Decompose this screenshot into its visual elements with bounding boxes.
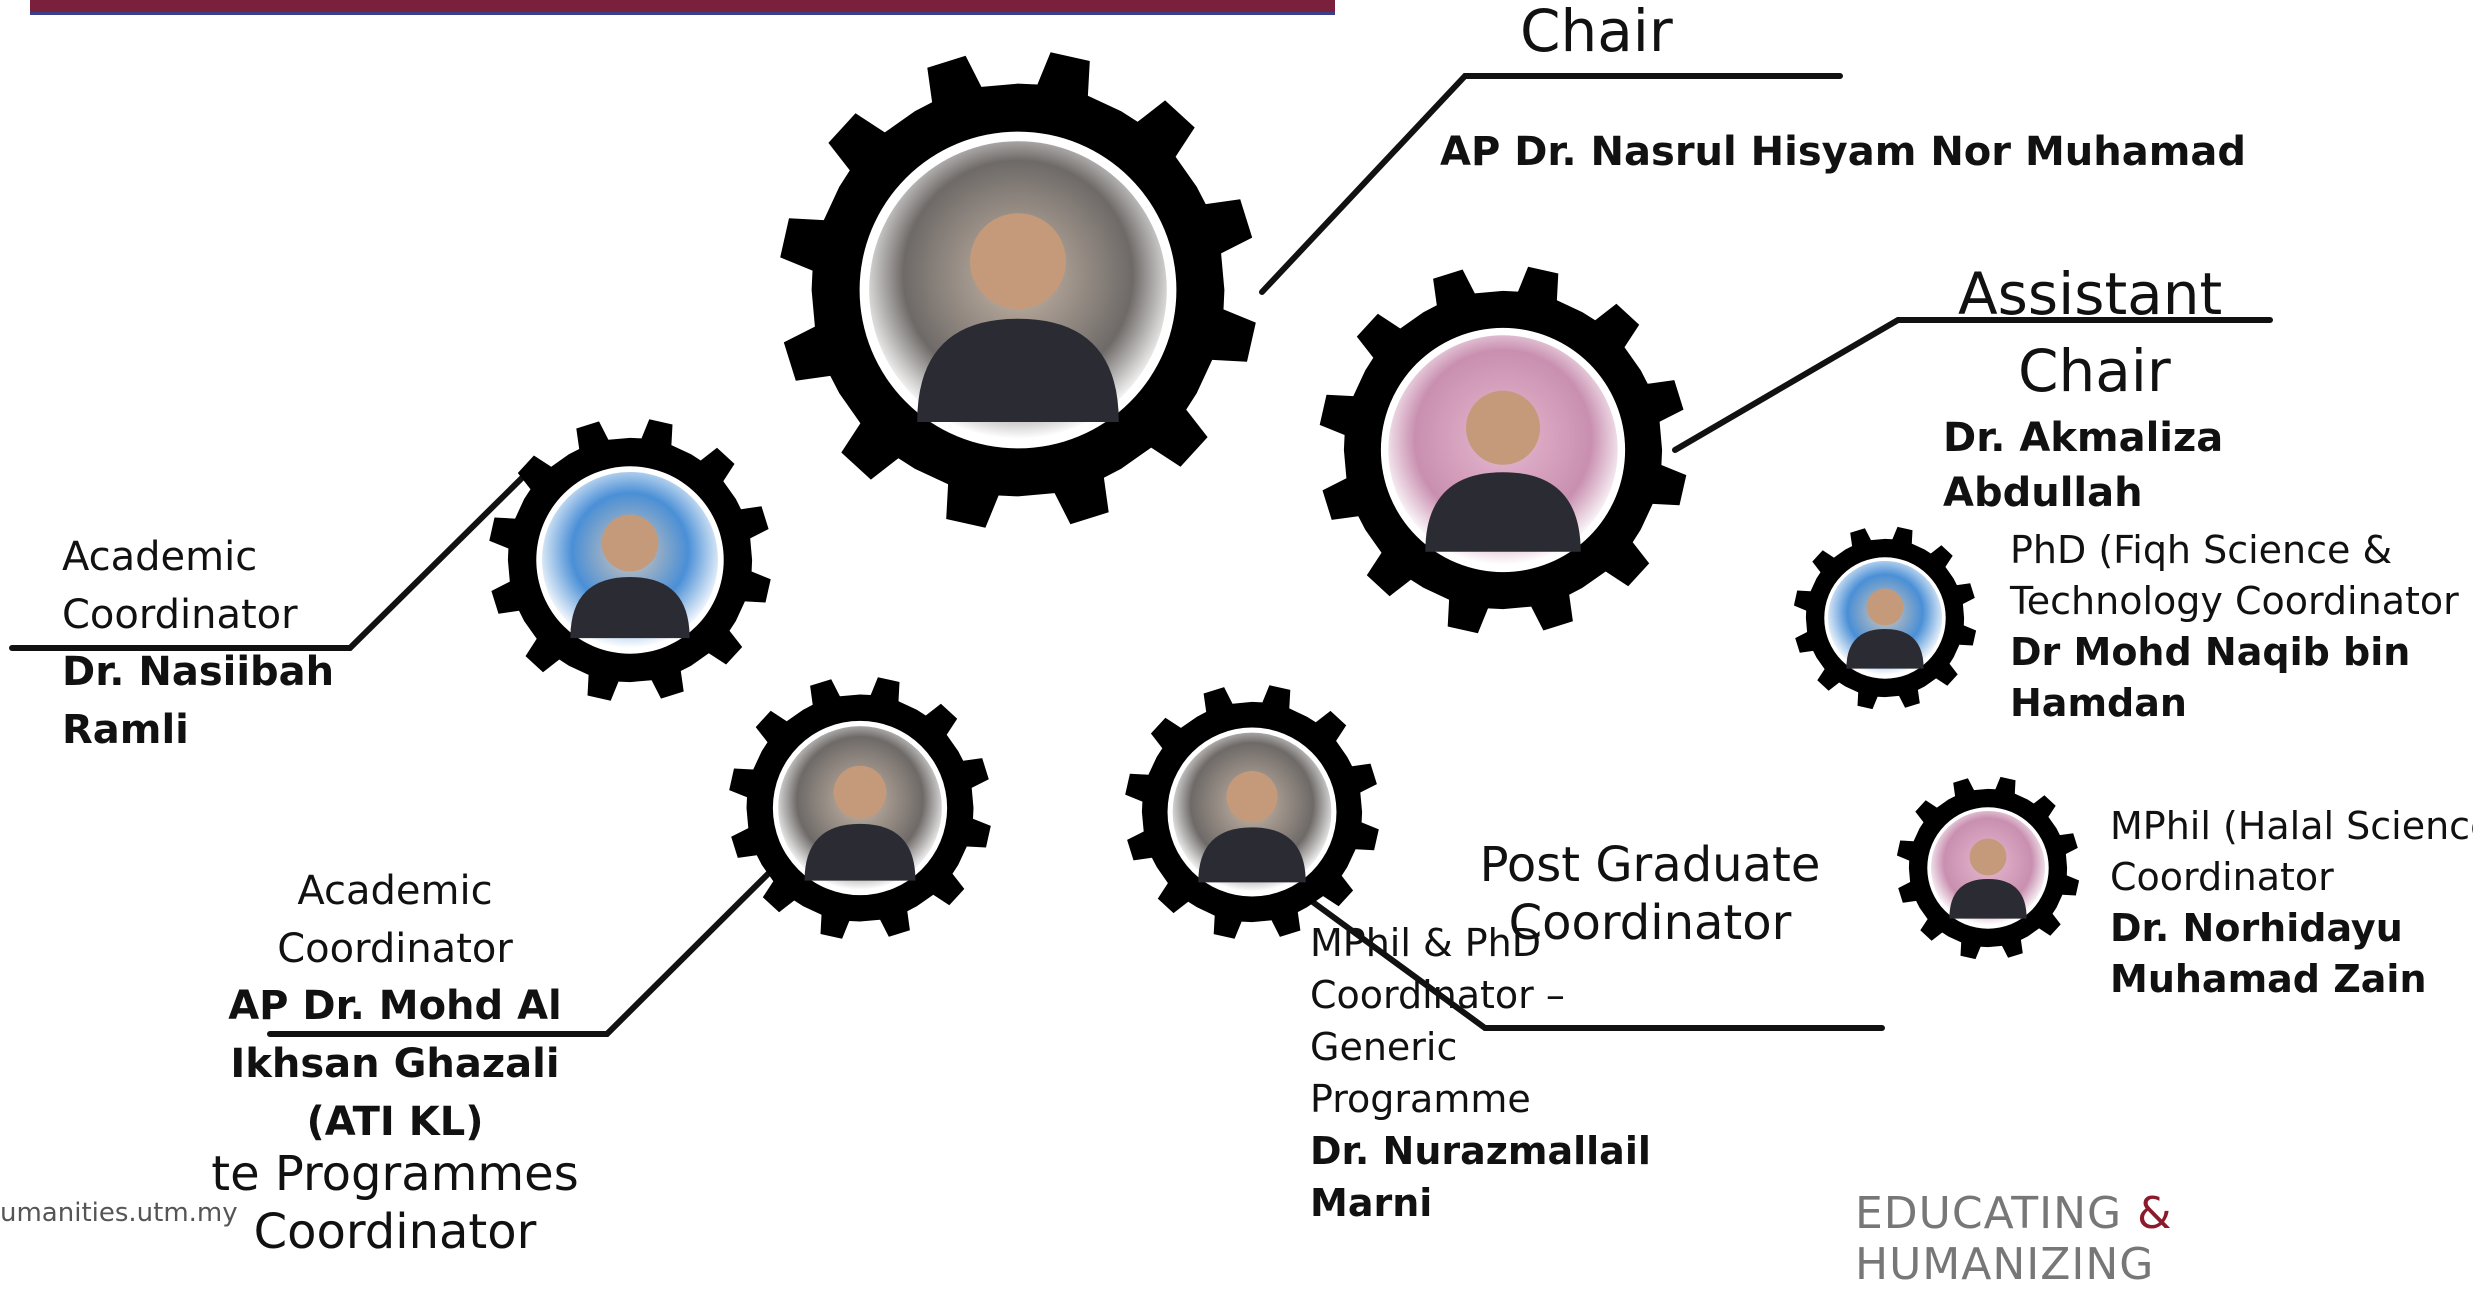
brand-educating: EDUCATING <box>1855 1188 2123 1239</box>
mphil-halal-role-line1: MPhil (Halal Science) <box>2110 804 2473 848</box>
chair-connector <box>1259 73 1843 295</box>
portrait-head <box>1466 390 1540 465</box>
mphil-halal-name-line1: Dr. Norhidayu <box>2110 906 2403 950</box>
mphil-halal-role-line2: Coordinator <box>2110 855 2334 899</box>
academic-2-name-line3: (ATI KL) <box>306 1099 484 1145</box>
portrait-body <box>1425 472 1581 552</box>
chair-role: Chair <box>1520 0 1673 65</box>
brand-humanizing: HUMANIZING <box>1855 1239 2155 1290</box>
phd-fiqh-role-line2: Technology Coordinator <box>2010 579 2459 623</box>
portrait-body <box>1198 827 1306 883</box>
academic-1-name-line2: Ramli <box>62 707 189 753</box>
portrait-body <box>1846 629 1924 669</box>
academic-2-role-line1: Academic <box>297 868 493 914</box>
gear-chair <box>780 52 1256 528</box>
academic-1-connector <box>9 469 531 651</box>
portrait-head <box>833 765 887 819</box>
assistant-chair-name-line2: Abdullah <box>1943 470 2143 516</box>
gear-academic-coordinator-1 <box>489 419 771 701</box>
mphil-phd-role-line4: Programme <box>1310 1077 1531 1121</box>
mphil-phd-role-line3: Generic <box>1310 1025 1458 1069</box>
portrait-head <box>970 213 1066 310</box>
academic-1-role-line2: Coordinator <box>62 592 298 638</box>
portrait-body <box>917 318 1119 422</box>
assistant-chair-connector <box>1672 317 2273 453</box>
top-banner-bar <box>30 0 1335 15</box>
academic-2-name-line1: AP Dr. Mohd Al <box>228 983 562 1029</box>
academic-2-role-line2: Coordinator <box>277 926 513 972</box>
portrait-head <box>1866 588 1904 626</box>
assistant-chair-name-line1: Dr. Akmaliza <box>1943 415 2224 461</box>
academic-2-name-line2: Ikhsan Ghazali <box>230 1041 560 1087</box>
portrait-head <box>1969 838 2007 876</box>
portrait-body <box>1949 879 2027 919</box>
postgrad-connector <box>1307 897 1885 1031</box>
footer-url[interactable]: umanities.utm.my <box>0 1198 238 1228</box>
postgrad-role-line1: Post Graduate <box>1479 837 1821 893</box>
postgrad-role-line2: Coordinator <box>1508 895 1792 951</box>
mphil-phd-role-line2: Coordinator – <box>1310 973 1565 1017</box>
connector-layer <box>9 52 2273 1037</box>
portrait-head <box>601 514 659 572</box>
gear-mphil-halal-coordinator <box>1896 776 2080 960</box>
undergrad-line1: te Programmes <box>211 1146 579 1202</box>
portrait-head <box>1226 771 1278 823</box>
gear-postgraduate-coordinator <box>1125 685 1379 939</box>
undergrad-line2: Coordinator <box>253 1204 537 1260</box>
gear-academic-coordinator-2 <box>729 677 991 939</box>
brand-ampersand: & <box>2137 1188 2173 1239</box>
footer-brand: EDUCATING & HUMANIZING <box>1855 1188 2473 1290</box>
phd-fiqh-role-line1: PhD (Fiqh Science & <box>2010 528 2393 572</box>
academic-2-connector <box>267 849 793 1037</box>
academic-1-name-line1: Dr. Nasiibah <box>62 649 335 695</box>
portrait-body <box>804 823 916 881</box>
gear-phd-fiqh-coordinator <box>1793 526 1977 710</box>
mphil-phd-name-line1: Dr. Nurazmallail <box>1310 1129 1651 1173</box>
portrait-body <box>570 577 690 639</box>
phd-fiqh-name-line2: Hamdan <box>2010 681 2187 725</box>
academic-1-role-line1: Academic <box>62 534 258 580</box>
chair-name: AP Dr. Nasrul Hisyam Nor Muhamad <box>1440 129 2246 175</box>
assistant-chair-role-line2: Chair <box>2018 337 2171 405</box>
assistant-chair-role-line1: Assistant <box>1958 260 2223 328</box>
mphil-halal-name-line2: Muhamad Zain <box>2110 957 2427 1001</box>
phd-fiqh-name-line1: Dr Mohd Naqib bin <box>2010 630 2411 674</box>
mphil-phd-name-line2: Marni <box>1310 1181 1433 1225</box>
gear-assistant-chair <box>1319 266 1687 634</box>
mphil-phd-role-line1: MPhil & PhD <box>1310 921 1541 965</box>
